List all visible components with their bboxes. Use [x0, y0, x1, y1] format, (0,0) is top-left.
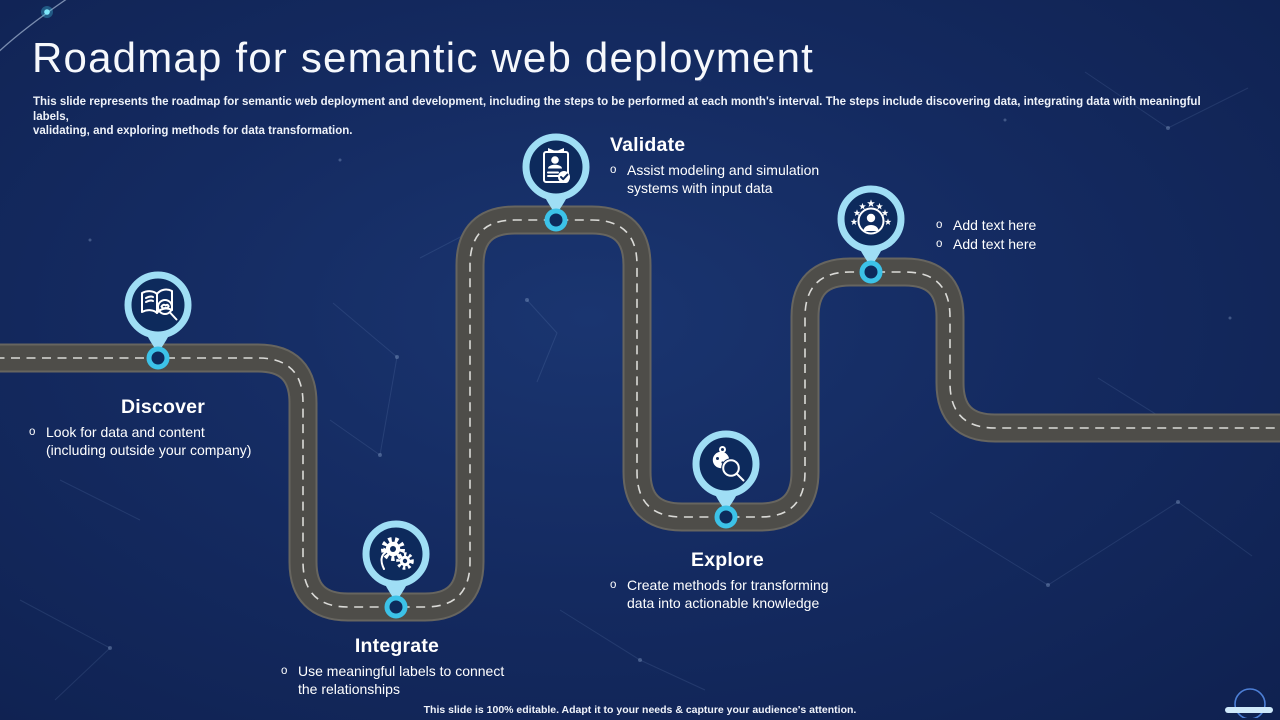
bullet-item: o Create methods for transforming data i… [610, 577, 845, 612]
milestone-pin-explore [696, 434, 756, 529]
bullet-marker: o [281, 665, 288, 677]
milestone-title-integrate: Integrate [354, 635, 440, 657]
milestone-title-discover: Discover [121, 396, 205, 418]
gears-icon [380, 537, 414, 570]
person-stars-icon [850, 199, 892, 235]
bullet-item: o Look for data and content (including o… [29, 424, 297, 459]
bullet-item: o Add text here [936, 236, 1036, 254]
milestone-pin-validate [526, 137, 586, 232]
milestone-pin-discover [128, 275, 188, 370]
milestone-pin-5 [841, 189, 901, 284]
bullet-item: o Use meaningful labels to connect the r… [281, 663, 513, 698]
slide-description: This slide represents the roadmap for se… [33, 96, 1201, 137]
milestone-text-integrate: Integrate o Use meaningful labels to con… [281, 635, 513, 698]
footer-note: This slide is 100% editable. Adapt it to… [423, 704, 857, 716]
road-dot-discover [146, 346, 170, 370]
milestone-pin-integrate [366, 524, 426, 619]
bullet-marker: o [29, 426, 36, 438]
bullet-text: Add text here [953, 217, 1037, 233]
road-dot-integrate [384, 595, 408, 619]
road-dot-explore [714, 505, 738, 529]
milestone-title-explore: Explore [691, 549, 764, 571]
book-magnifier-icon [141, 288, 178, 321]
bullet-marker: o [610, 164, 617, 176]
milestone-text-explore: Explore o Create methods for transformin… [610, 549, 845, 612]
clipboard-person-check-icon [543, 148, 570, 183]
road-dot-5 [859, 260, 883, 284]
milestone-title-validate: Validate [610, 134, 686, 156]
bullet-marker: o [936, 237, 943, 250]
bullet-marker: o [610, 579, 617, 591]
specimen-magnifier-icon [712, 446, 745, 482]
bullet-text: Use meaningful labels to connect the rel… [298, 663, 505, 697]
road-dot-validate [544, 208, 568, 232]
milestone-text-5: o Add text here o Add text here [936, 216, 1036, 253]
milestone-text-validate: Validate o Assist modeling and simulatio… [610, 134, 819, 197]
bullet-text: Add text here [953, 235, 1037, 252]
milestone-text-discover: Discover o Look for data and content (in… [29, 396, 297, 459]
bullet-item: o Assist modeling and simulation systems… [610, 162, 819, 197]
globe-icon [1225, 688, 1273, 718]
bullet-text: Assist modeling and simulation systems w… [627, 162, 820, 196]
bullet-text: Look for data and content (including out… [46, 424, 252, 458]
bullet-item: o Add text here [936, 217, 1036, 235]
bullet-marker: o [936, 219, 943, 231]
page-title: Roadmap for semantic web deployment [32, 34, 815, 81]
bullet-text: Create methods for transforming data int… [627, 577, 829, 611]
